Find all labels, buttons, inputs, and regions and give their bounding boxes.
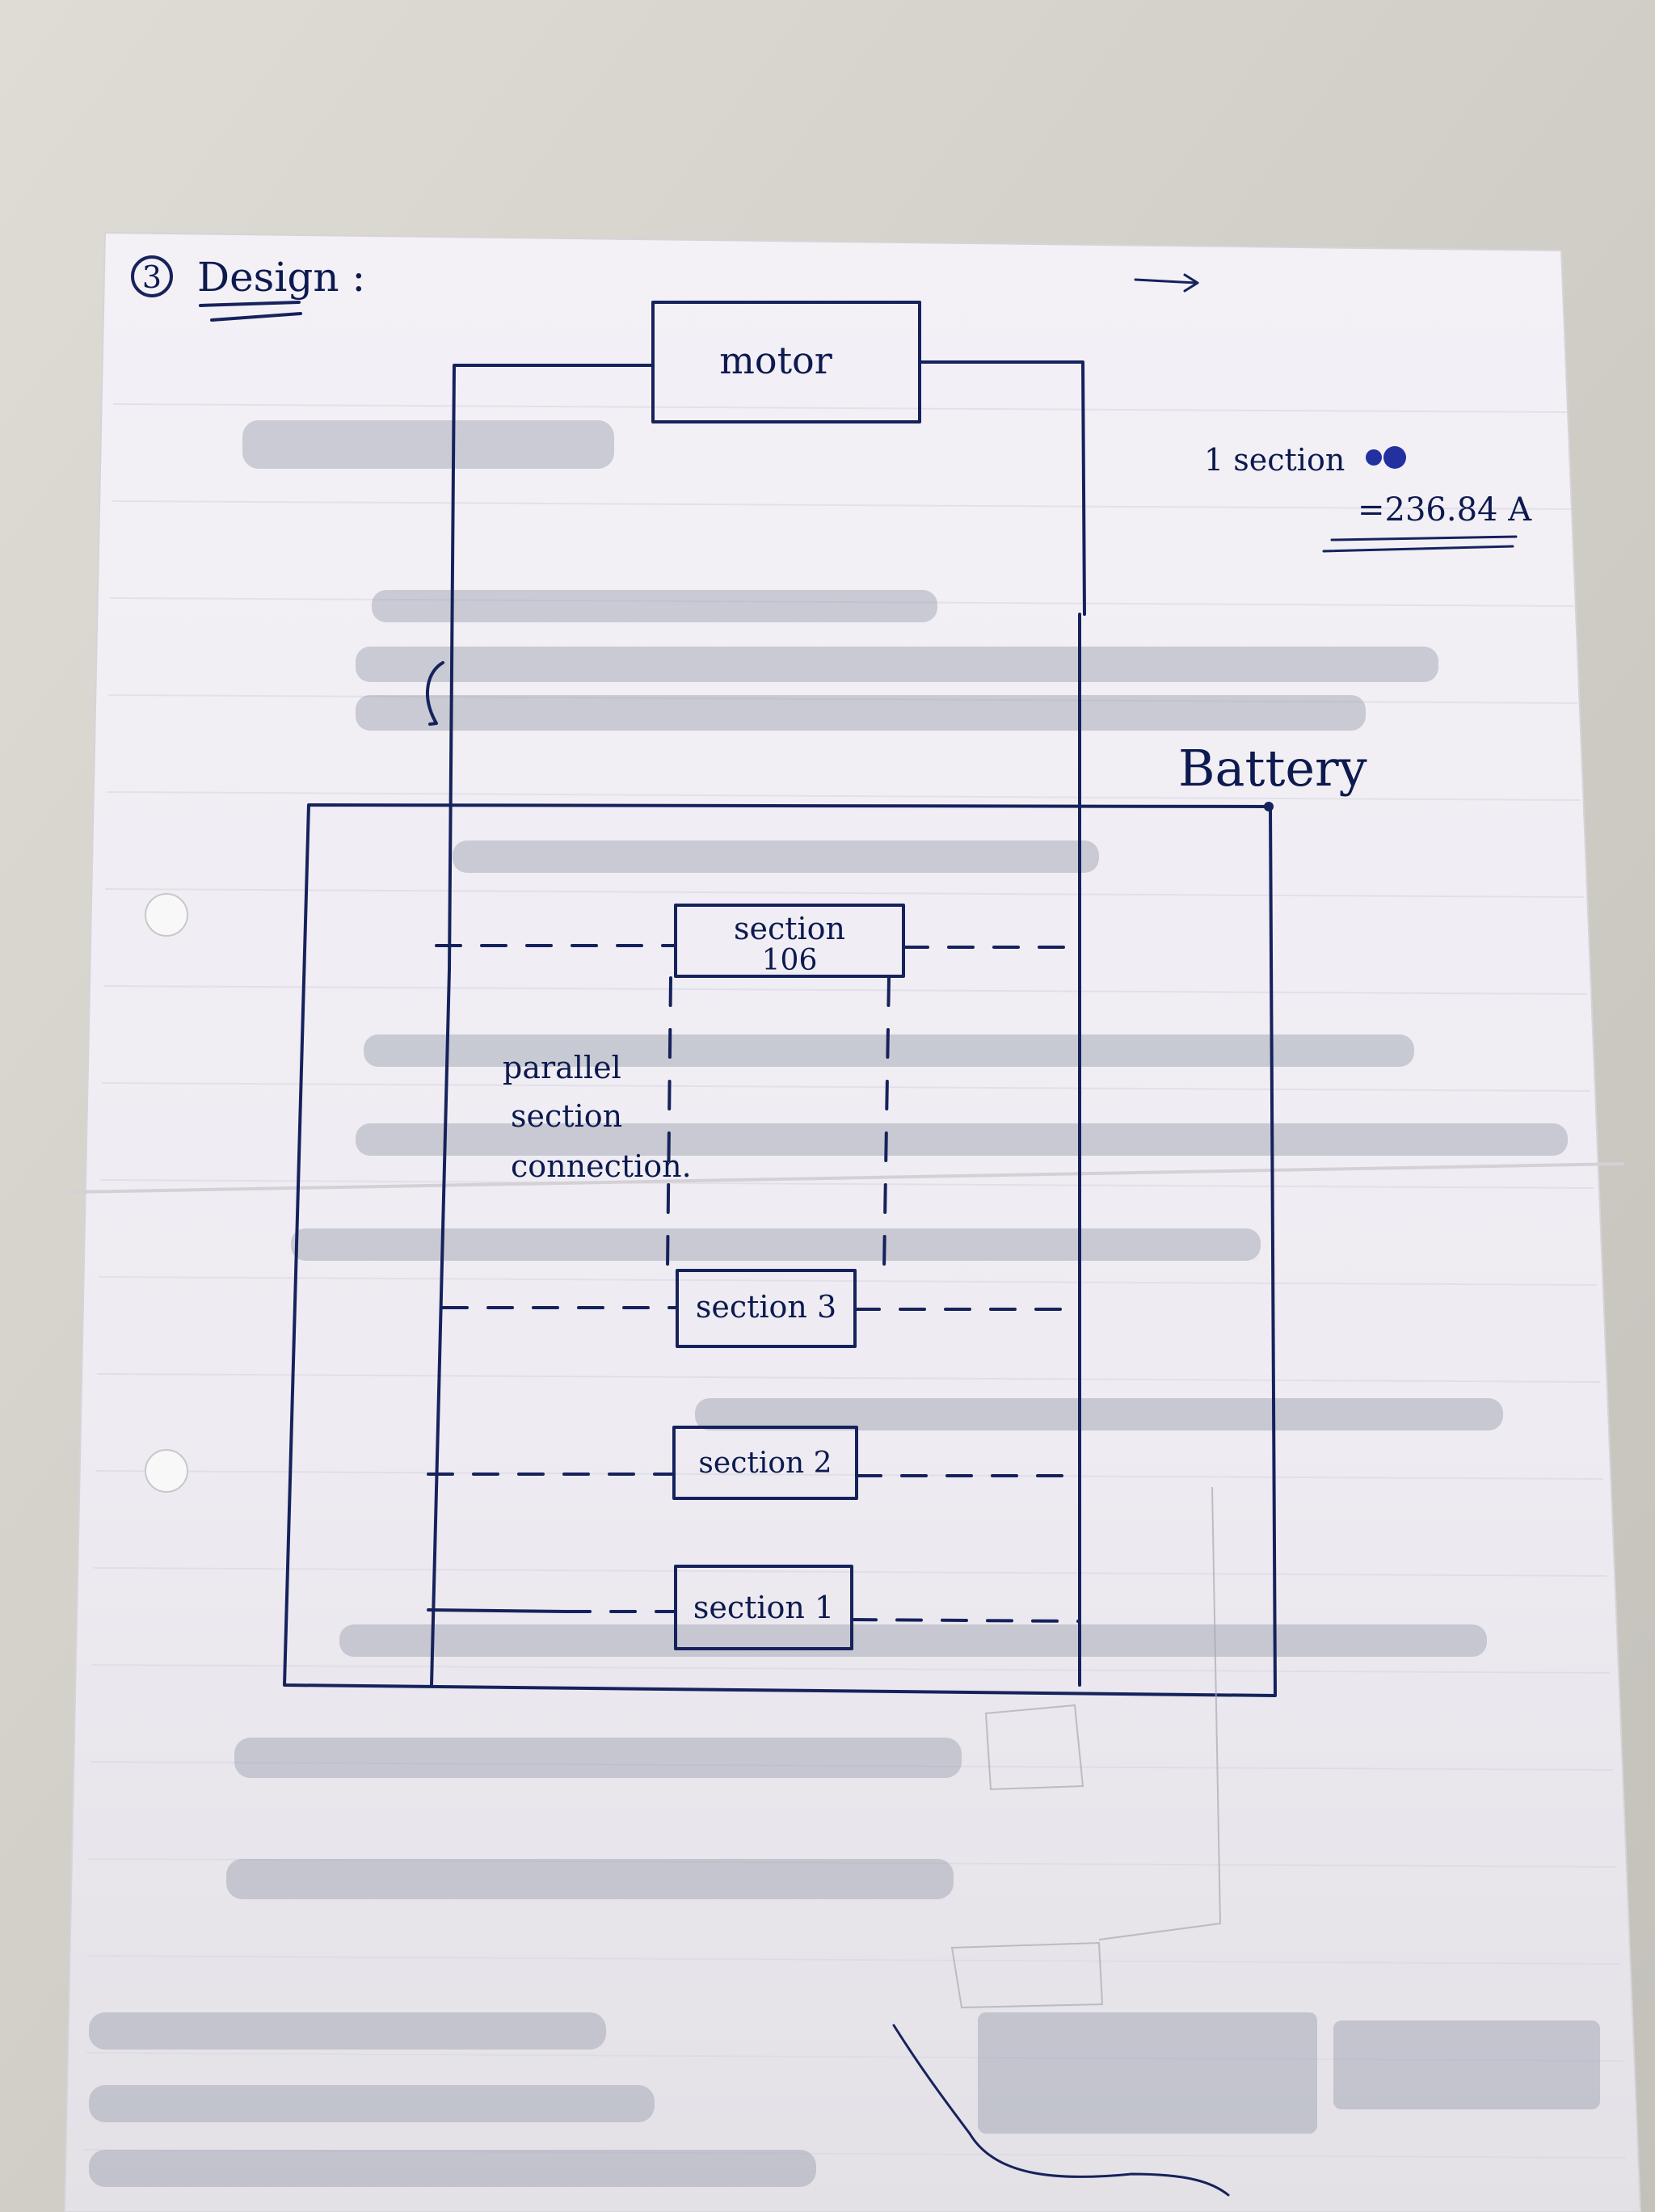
section-3-block: section 3 xyxy=(441,1269,1081,1348)
motor-label: motor xyxy=(719,339,832,382)
parallel-connection-label: parallel section connection. xyxy=(503,1050,692,1184)
section-current-note: 1 section =236.84 A xyxy=(1204,442,1532,553)
heading-number: 3 xyxy=(142,259,162,295)
parallel-label-line-2: section xyxy=(511,1098,622,1134)
paper-sheet xyxy=(63,231,1642,2212)
note-line-2: =236.84 A xyxy=(1358,491,1532,529)
section-3-label: section 3 xyxy=(696,1289,836,1325)
section-106-label-line-2: 106 xyxy=(762,944,818,977)
heading-title: Design : xyxy=(197,254,365,301)
ruled-lines xyxy=(83,403,1627,2159)
section-1-block: section 1 xyxy=(427,1565,1081,1650)
fold-crease xyxy=(72,1162,1625,1194)
parallel-label-line-3: connection. xyxy=(511,1148,692,1184)
arrow-icon xyxy=(1134,273,1199,293)
battery-enclosure: Battery xyxy=(283,739,1367,1697)
battery-label: Battery xyxy=(1178,739,1367,798)
parallel-label-line-1: parallel xyxy=(503,1050,621,1085)
section-2-block: section 2 xyxy=(427,1426,1081,1500)
heading: 3 Design : xyxy=(131,254,365,322)
motor-wires xyxy=(425,360,1086,1687)
pen-scribble xyxy=(892,2024,1230,2197)
binder-holes xyxy=(145,893,188,1493)
section-106-block: section 106 xyxy=(435,904,1083,978)
section-1-label: section 1 xyxy=(693,1590,834,1625)
pencil-marks xyxy=(950,1486,1222,2009)
bleed-through-text xyxy=(89,420,1600,2187)
note-line-1: 1 section xyxy=(1204,442,1345,478)
section-106-label-line-1: section xyxy=(734,911,845,946)
section-2-label: section 2 xyxy=(698,1447,832,1480)
